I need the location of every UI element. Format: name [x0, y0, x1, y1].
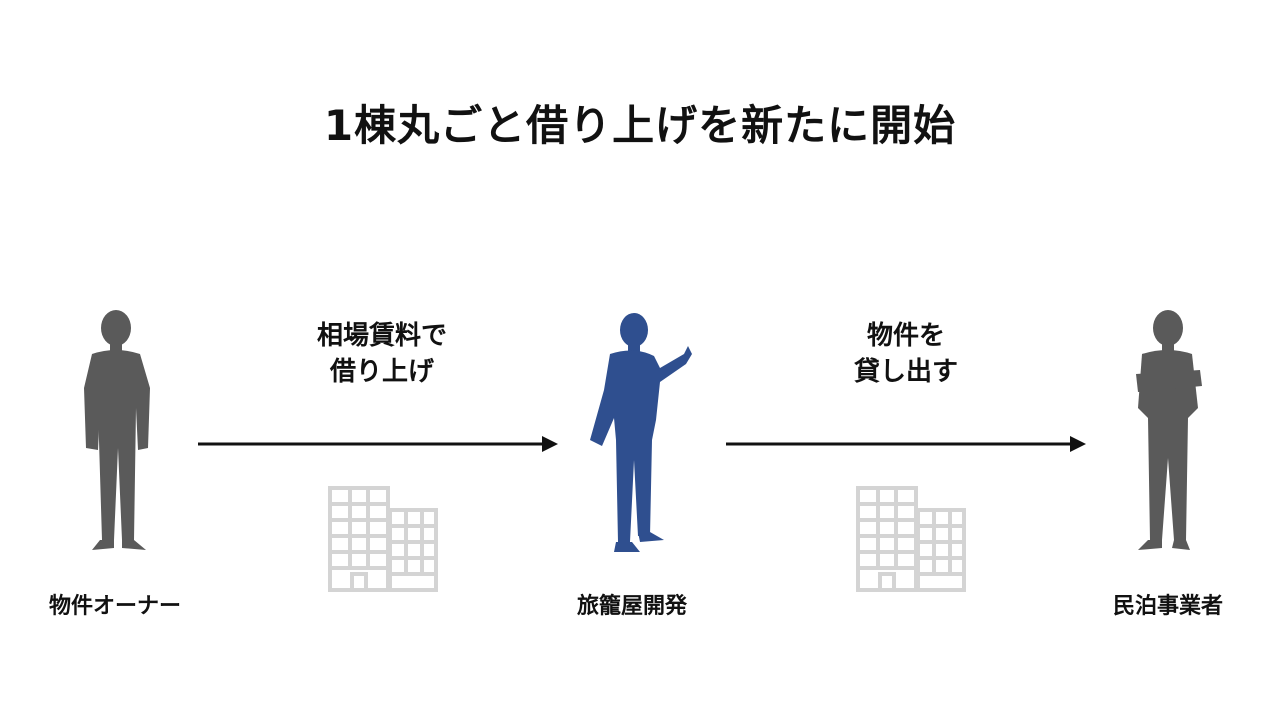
building-icon [326, 482, 440, 594]
operator-silhouette-icon [1128, 308, 1208, 554]
flow-1-caption: 相場賃料で 借り上げ [252, 318, 512, 390]
flow-2-caption: 物件を 貸し出す [776, 318, 1036, 390]
owner-label: 物件オーナー [48, 594, 181, 619]
operator-label: 民泊事業者 [1112, 594, 1223, 619]
flow-1-arrow [196, 432, 560, 456]
flow-1-line-1: 相場賃料で [316, 321, 447, 351]
flow-2-arrow [724, 432, 1088, 456]
flow-2-line-1: 物件を [866, 321, 945, 351]
company-label: 旅籠屋開発 [576, 594, 687, 619]
building-icon [854, 482, 968, 594]
flow-1-line-2: 借り上げ [329, 357, 434, 387]
owner-silhouette-icon [78, 308, 158, 554]
slide-title: 1棟丸ごと借り上げを新たに開始 [323, 101, 957, 150]
company-silhouette-icon [588, 310, 698, 554]
flow-2-line-2: 貸し出す [853, 357, 958, 387]
